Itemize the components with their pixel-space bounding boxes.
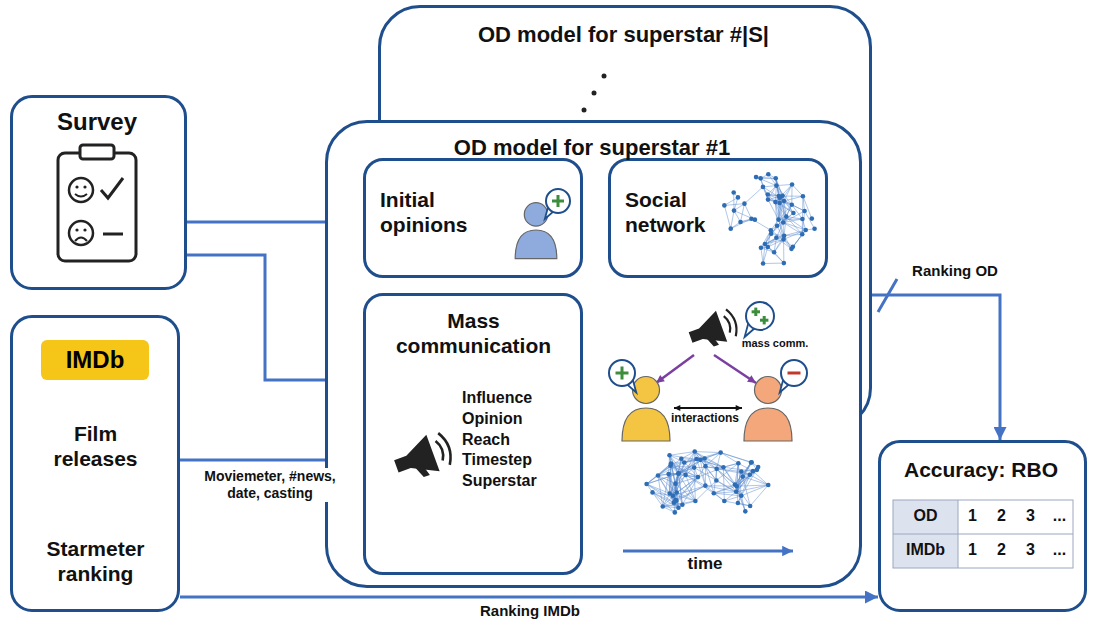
illustration-label: mass comm.: [735, 336, 815, 352]
table-cell: 1: [958, 534, 987, 566]
edge-label: Ranking IMDb: [460, 602, 600, 620]
table-cell: IMDb: [893, 534, 958, 566]
component-box: Initial opinions: [363, 158, 583, 278]
table-cell: 2: [987, 534, 1016, 566]
illustration-label: interactions: [660, 410, 750, 426]
axis-label: time: [670, 553, 740, 575]
model-box: Initial opinions Social networkMass commu…: [325, 120, 862, 588]
node-title: Accuracy: RBO: [881, 457, 1081, 482]
speech-bubble: [780, 360, 807, 393]
node-title: Initial opinions: [380, 187, 505, 237]
node-text: Film releases: [33, 421, 158, 471]
connector-arrow: [180, 596, 878, 599]
connector-arrow: [872, 295, 1000, 440]
speech-bubble: [545, 189, 570, 219]
table-cell: ...: [1045, 534, 1074, 566]
component-box: Mass communicationInfluence Opinion Reac…: [363, 293, 583, 575]
speech-bubble: [745, 302, 774, 337]
megaphone-icon: [390, 429, 456, 485]
person-icon: [622, 377, 670, 442]
node-text: Influence Opinion Reach Timestep Superst…: [462, 388, 537, 492]
node-title: Mass communication: [391, 308, 556, 358]
ranking-table: [893, 500, 1073, 568]
node-title: Social network: [625, 187, 715, 237]
result-box: Accuracy: RBO: [878, 440, 1087, 612]
network-graphic: [722, 172, 817, 266]
input-box: Survey: [10, 95, 187, 290]
node-text: Starmeter ranking: [27, 536, 164, 586]
node-title: OD model for superstar #|S|: [381, 22, 866, 48]
node-title: OD model for superstar #1: [328, 135, 856, 161]
logo-badge: IMDb: [41, 340, 149, 380]
person-icon: [744, 377, 792, 442]
node-title: Survey: [13, 108, 181, 137]
data-source-box: IMDbFilm releasesStarmeter ranking: [10, 315, 180, 612]
ellipsis-dots: [582, 74, 607, 113]
table-cell: 3: [1016, 534, 1045, 566]
network-graphic: [644, 449, 770, 514]
table-cell: 3: [1016, 500, 1045, 532]
edge-label: Ranking OD: [905, 262, 1005, 280]
megaphone-icon: [685, 306, 741, 353]
survey-clipboard-icon: [58, 145, 136, 261]
table-cell: ...: [1045, 500, 1074, 532]
edge-label: Moviemeter, #news, date, casting: [186, 468, 354, 502]
table-cell: 2: [987, 500, 1016, 532]
table-cell: 1: [958, 500, 987, 532]
component-box: Social network: [608, 158, 828, 278]
speech-bubble: [609, 360, 636, 393]
table-cell: OD: [893, 500, 958, 532]
